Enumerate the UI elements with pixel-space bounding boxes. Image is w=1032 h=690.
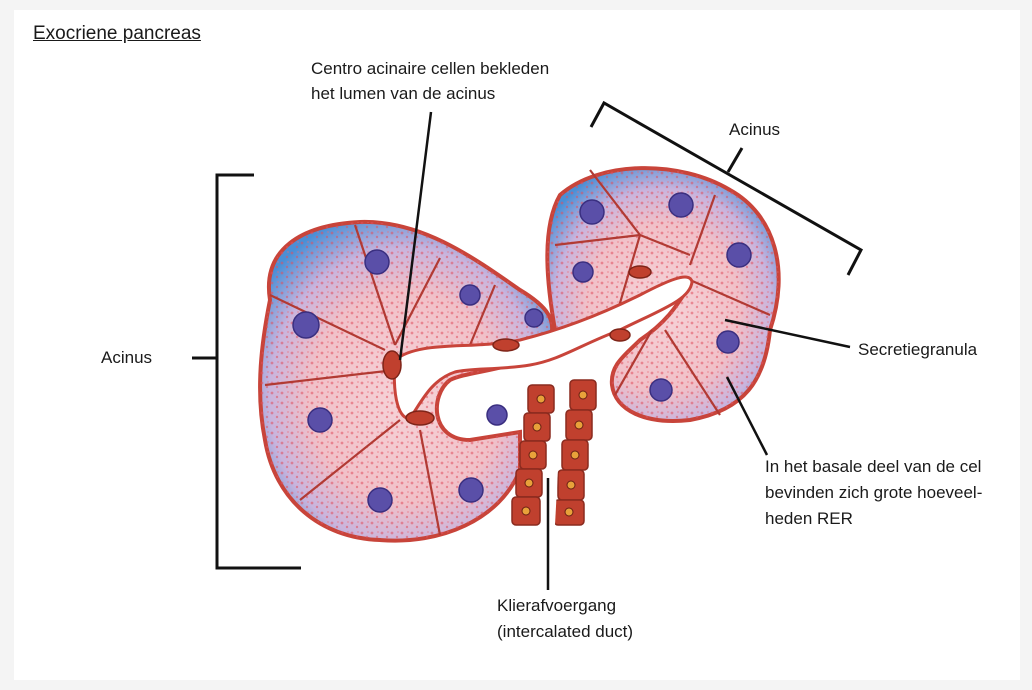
top-acinus-bracket-tick: [728, 148, 742, 172]
duct-label-line1: Klierafvoergang: [497, 594, 616, 618]
nucleus: [525, 309, 543, 327]
nucleus: [293, 312, 319, 338]
basal-label-line3: heden RER: [765, 507, 853, 531]
nucleus: [727, 243, 751, 267]
nucleus: [365, 250, 389, 274]
centro-acinar-cell: [610, 329, 630, 341]
nucleus: [459, 478, 483, 502]
basal-label-line1: In het basale deel van de cel: [765, 455, 981, 479]
centro-acinar-cell: [493, 339, 519, 351]
nucleus: [487, 405, 507, 425]
centro-acinar-label-line1: Centro acinaire cellen bekleden: [311, 57, 549, 81]
centro-acinar-cell: [406, 411, 434, 425]
acinus-left-label: Acinus: [101, 346, 152, 370]
nucleus: [580, 200, 604, 224]
nucleus: [669, 193, 693, 217]
nucleus: [717, 331, 739, 353]
secretiegranula-label: Secretiegranula: [858, 338, 977, 362]
centro-acinar-cell: [383, 351, 401, 379]
duct-label-line2: (intercalated duct): [497, 620, 633, 644]
centro-acinar-label-line2: het lumen van de acinus: [311, 82, 495, 106]
nucleus: [308, 408, 332, 432]
intercalated-duct: [512, 375, 596, 525]
basal-label-line2: bevinden zich grote hoeveel-: [765, 481, 982, 505]
nucleus: [460, 285, 480, 305]
nucleus: [368, 488, 392, 512]
nucleus: [650, 379, 672, 401]
nucleus: [573, 262, 593, 282]
diagram-title: Exocriene pancreas: [33, 22, 201, 46]
acinus-top-label: Acinus: [729, 118, 780, 142]
centro-acinar-cell: [629, 266, 651, 278]
